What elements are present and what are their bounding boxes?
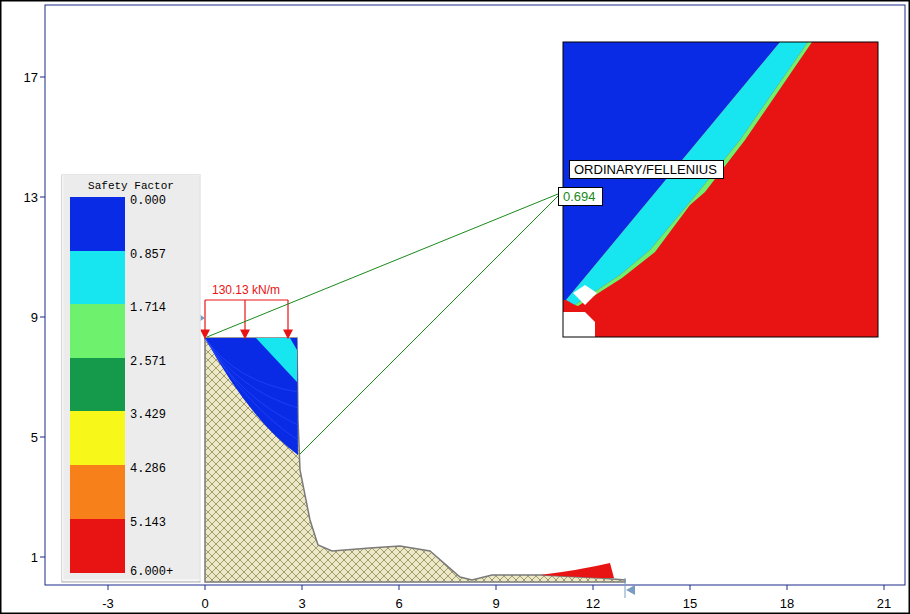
legend-swatch (70, 519, 125, 573)
legend-swatch (70, 304, 125, 358)
legend-swatch (70, 411, 125, 465)
axis-tick: 1 (31, 550, 38, 565)
method-label: ORDINARY/FELLENIUS (569, 160, 724, 179)
legend-value: 2.571 (130, 355, 166, 369)
axis-tick: 6 (395, 596, 402, 611)
legend-swatch (70, 465, 125, 519)
axis-tick: 18 (780, 596, 794, 611)
legend-value: 6.000+ (130, 565, 173, 579)
axis-tick: 17 (24, 70, 38, 85)
legend-value: 5.143 (130, 516, 166, 530)
legend-swatch (70, 251, 125, 305)
legend-swatch (70, 358, 125, 412)
load-label: 130.13 kN/m (210, 283, 282, 297)
axis-tick: 15 (683, 596, 697, 611)
legend-value: 4.286 (130, 462, 166, 476)
axis-tick: 21 (877, 596, 891, 611)
axis-tick: -3 (102, 596, 114, 611)
axis-tick: 13 (24, 190, 38, 205)
axis-tick: 9 (492, 596, 499, 611)
legend-title: Safety Factor (88, 180, 174, 192)
axis-tick: 9 (31, 310, 38, 325)
axis-tick: 3 (298, 596, 305, 611)
legend-value: 1.714 (130, 301, 166, 315)
node-text: 0.694 (563, 189, 596, 204)
legend-value: 3.429 (130, 408, 166, 422)
node-text: ORDINARY/FELLENIUS (574, 162, 717, 177)
legend-value: 0.857 (130, 248, 166, 262)
factor-label: 0.694 (558, 187, 603, 206)
legend-value: 0.000 (130, 194, 166, 208)
axis-tick: 0 (201, 596, 208, 611)
axis-tick: 5 (31, 430, 38, 445)
legend-swatch (70, 197, 125, 251)
axis-tick: 12 (586, 596, 600, 611)
